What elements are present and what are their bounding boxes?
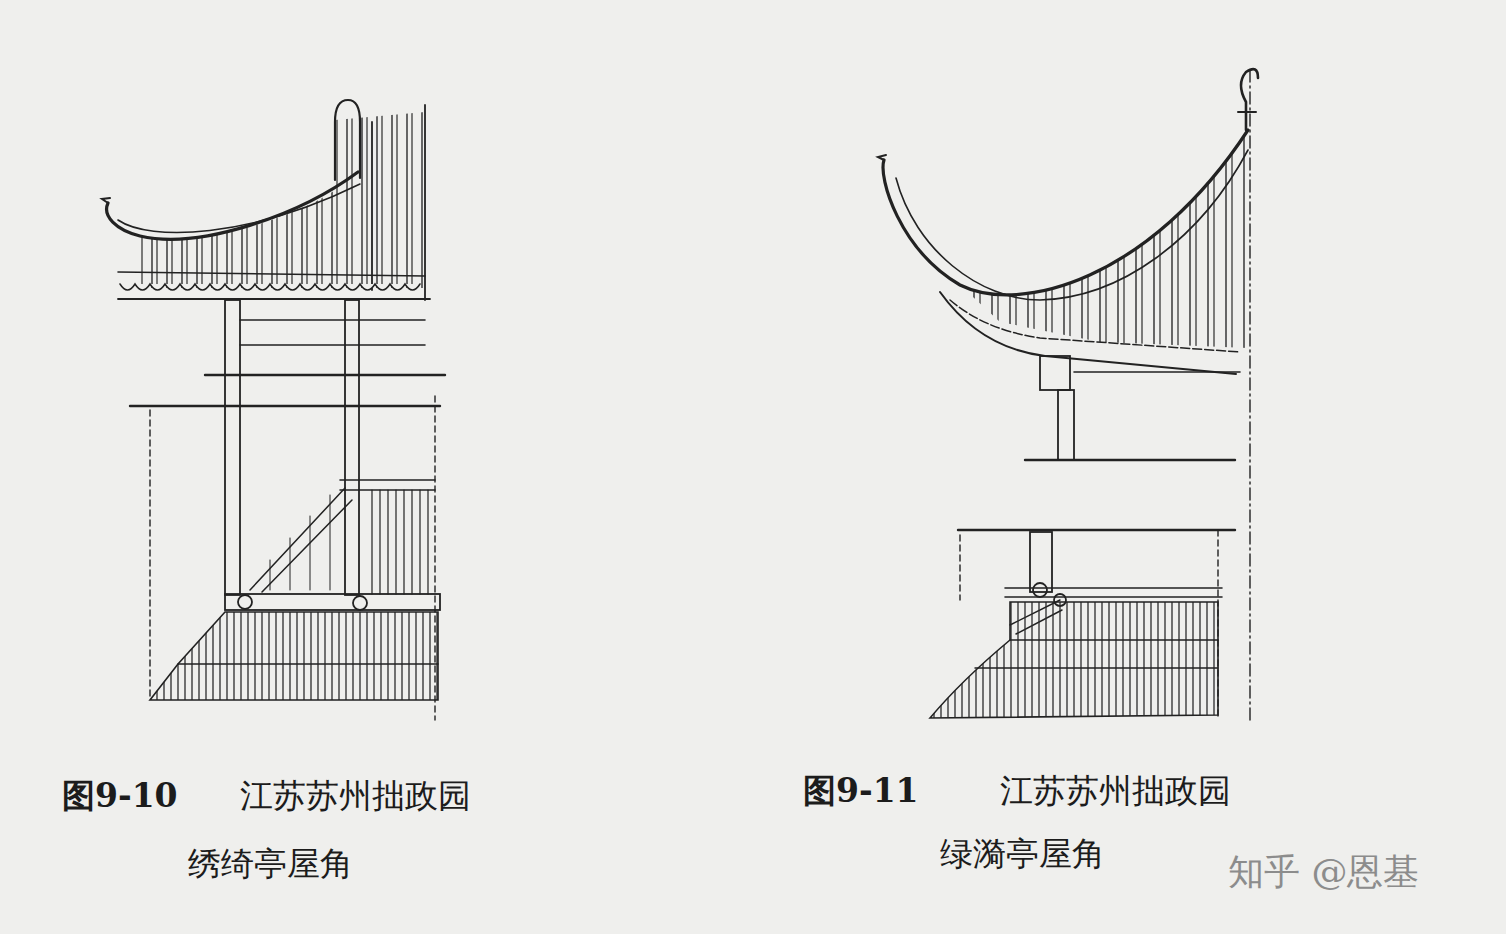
line-work: [1238, 111, 1256, 113]
line-work: [1025, 459, 1235, 461]
line-work: [140, 112, 425, 288]
caption-text: 绿漪亭屋角: [940, 834, 1105, 874]
line-work: [225, 300, 240, 595]
line-work: [120, 284, 420, 290]
xiuqi-pavilion-corner: [102, 100, 445, 720]
line-work: [130, 405, 440, 407]
line-work: [1033, 583, 1047, 597]
line-work: [178, 663, 438, 665]
line-work: [149, 410, 150, 700]
line-work: [372, 105, 425, 300]
line-work: [930, 602, 1218, 718]
caption-text: 江苏苏州拙政园: [1000, 771, 1231, 811]
watermark: 知乎 @恩基: [1228, 850, 1419, 893]
line-work: [118, 298, 430, 300]
line-work: [340, 480, 435, 490]
line-work: [1249, 70, 1250, 720]
line-work: [958, 529, 1235, 531]
line-work: [118, 272, 425, 276]
caption-text: 绣绮亭屋角: [188, 844, 353, 884]
caption-text: 江苏苏州拙政园: [240, 776, 471, 816]
figure-number: 图9-11: [803, 771, 919, 811]
line-work: [878, 155, 886, 160]
line-work: [335, 100, 360, 180]
line-work: [270, 495, 330, 590]
line-work: [118, 184, 360, 233]
line-work: [240, 320, 425, 345]
line-work: [1074, 371, 1240, 373]
lvyi-pavilion-corner: [878, 69, 1258, 720]
line-work: [238, 595, 252, 609]
line-work: [102, 198, 110, 203]
line-work: [960, 130, 1248, 348]
line-work: [1040, 356, 1070, 390]
line-work: [205, 374, 445, 376]
line-work: [975, 640, 1218, 668]
line-work: [1058, 390, 1074, 460]
line-work: [225, 594, 440, 610]
line-work: [940, 292, 1236, 374]
line-work: [883, 130, 1248, 295]
figure-number: 图9-10: [62, 776, 178, 816]
line-work: [353, 596, 367, 610]
line-work: [250, 488, 352, 592]
line-work: [950, 300, 1240, 352]
line-work: [150, 612, 438, 700]
line-work: [896, 150, 1248, 300]
line-work: [372, 490, 428, 594]
